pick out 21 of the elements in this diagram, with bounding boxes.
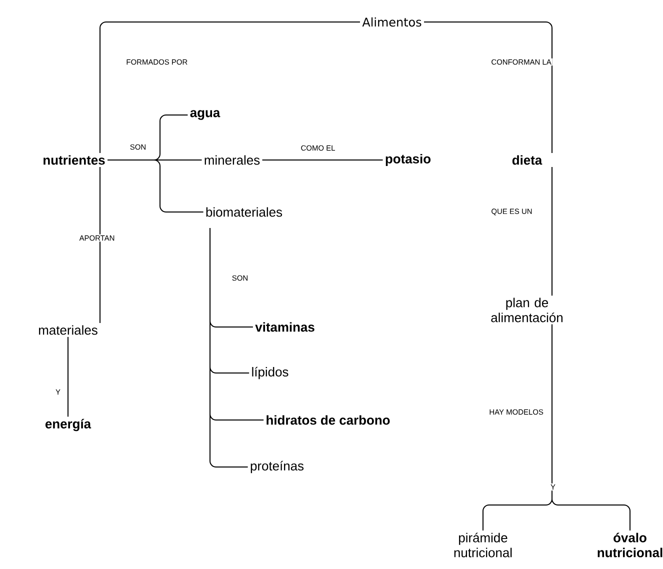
concept-text: materiales [39, 325, 98, 335]
concept-text: pirámide nutricional [454, 532, 512, 558]
concept-text: vitaminas [255, 322, 314, 332]
concept-text: agua [190, 110, 220, 120]
connector-line [100, 22, 360, 154]
concept-text: lípidos [252, 366, 288, 380]
connector-line [552, 324, 630, 532]
concept-text: plan de alimentación [491, 298, 562, 322]
concept-text: hidratos de carbono [266, 415, 390, 425]
concept-text: potasio [386, 154, 431, 166]
concept-text: energía [45, 418, 92, 432]
concept-text: Alimentos [362, 17, 422, 27]
connector-line [107, 160, 204, 212]
concept-text: nutrientes [44, 155, 105, 165]
connector-line [424, 22, 552, 154]
concept-text: proteínas [250, 460, 304, 474]
concept-text: biomateriales [206, 207, 282, 217]
connector-line [210, 228, 248, 468]
concept-text: minerales [204, 155, 260, 165]
concept-text: dieta [512, 155, 542, 165]
concept-text: óvalo nutricional [598, 532, 662, 558]
